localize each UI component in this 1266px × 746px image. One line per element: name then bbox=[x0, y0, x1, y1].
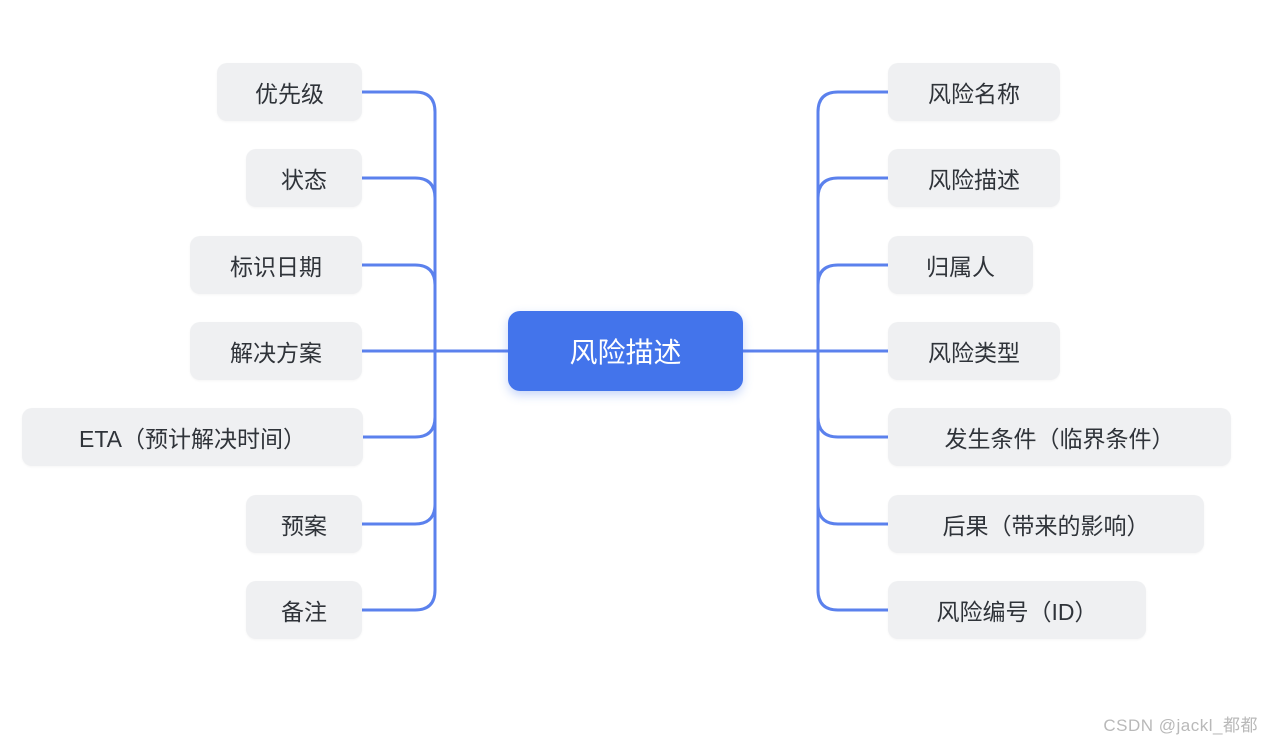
connector-right-owner bbox=[816, 263, 890, 353]
csdn-watermark: CSDN @jackl_都都 bbox=[1103, 716, 1258, 735]
node-trigger-condition[interactable]: 发生条件（临界条件） bbox=[888, 408, 1231, 466]
node-consequence[interactable]: 后果（带来的影响） bbox=[888, 495, 1204, 553]
node-risk-description[interactable]: 风险描述 bbox=[888, 149, 1060, 207]
connector-left-priority bbox=[360, 90, 437, 353]
connector-left-status bbox=[360, 176, 437, 353]
node-risk-name[interactable]: 风险名称 bbox=[888, 63, 1060, 121]
connector-left-identified-date bbox=[360, 263, 437, 353]
connector-left-contingency bbox=[360, 349, 437, 526]
connector-right-risk-id bbox=[816, 349, 890, 612]
node-priority[interactable]: 优先级 bbox=[217, 63, 362, 121]
connector-right-consequence bbox=[816, 349, 890, 526]
node-solution[interactable]: 解决方案 bbox=[190, 322, 362, 380]
node-center-risk-description[interactable]: 风险描述 bbox=[508, 311, 743, 391]
node-identified-date[interactable]: 标识日期 bbox=[190, 236, 362, 294]
connector-right-trigger bbox=[816, 349, 890, 439]
connector-left-eta bbox=[361, 349, 437, 439]
node-risk-type[interactable]: 风险类型 bbox=[888, 322, 1060, 380]
node-remarks[interactable]: 备注 bbox=[246, 581, 362, 639]
node-risk-id[interactable]: 风险编号（ID） bbox=[888, 581, 1146, 639]
node-contingency-plan[interactable]: 预案 bbox=[246, 495, 362, 553]
node-owner[interactable]: 归属人 bbox=[888, 236, 1033, 294]
node-eta[interactable]: ETA（预计解决时间） bbox=[22, 408, 363, 466]
node-status[interactable]: 状态 bbox=[246, 149, 362, 207]
connector-left-remarks bbox=[360, 349, 437, 612]
connector-right-risk-desc bbox=[816, 176, 890, 353]
connector-right-risk-name bbox=[816, 90, 890, 353]
